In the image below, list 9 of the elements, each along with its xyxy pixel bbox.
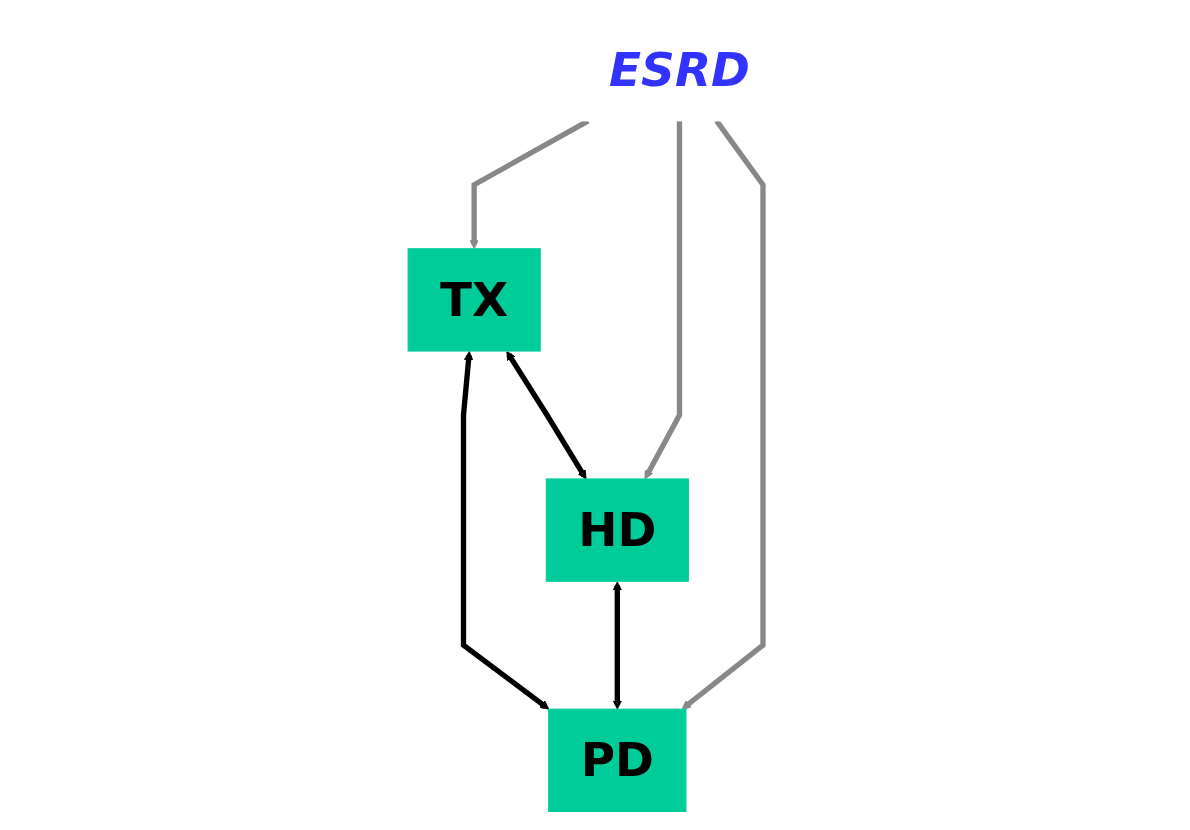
node-box: PD bbox=[548, 708, 687, 812]
arrow bbox=[612, 581, 622, 710]
node-box: HD bbox=[545, 478, 689, 582]
arrow bbox=[460, 351, 550, 710]
arrow bbox=[681, 119, 766, 710]
node-box: TX bbox=[407, 248, 541, 352]
arrow bbox=[644, 120, 683, 480]
node-text: ESRD bbox=[609, 41, 750, 97]
arrow bbox=[506, 351, 587, 480]
